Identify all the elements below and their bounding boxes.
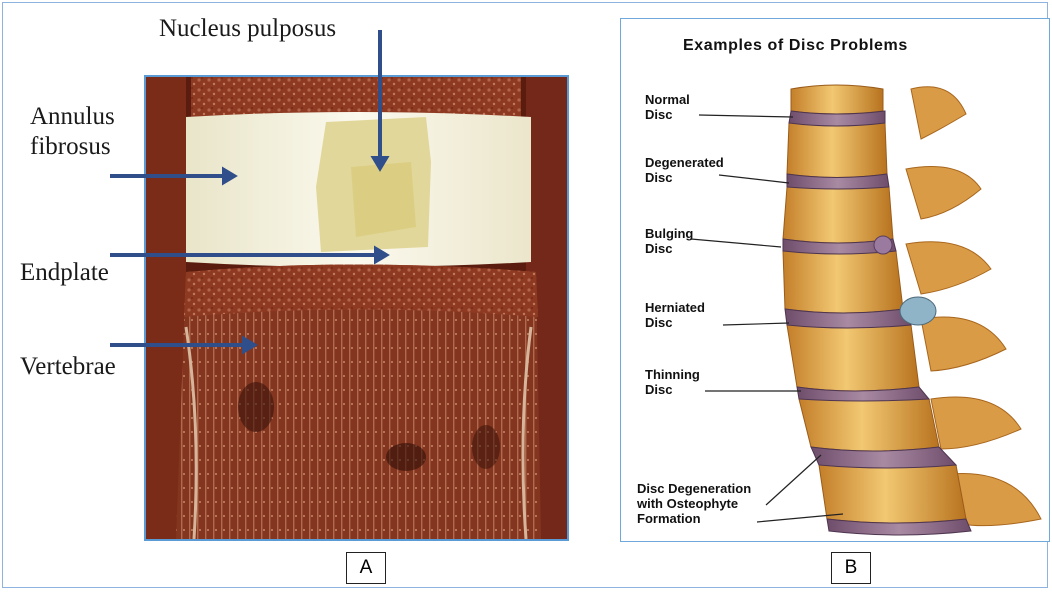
label-endplate: Endplate [20,258,109,288]
label-thinning-disc: Thinning Disc [645,367,700,397]
label-bulging-disc: Bulging Disc [645,226,693,256]
label-disc-degeneration-osteophyte: Disc Degeneration with Osteophyte Format… [637,481,751,526]
label-herniated-disc: Herniated Disc [645,300,705,330]
panel-a-caption: A [346,552,386,584]
label-nucleus-pulposus: Nucleus pulposus [159,14,336,44]
panel-b-caption: B [831,552,871,584]
label-normal-disc: Normal Disc [645,92,690,122]
label-vertebrae: Vertebrae [20,352,116,382]
label-degenerated-disc: Degenerated Disc [645,155,724,185]
label-annulus-fibrosus: Annulus fibrosus [30,102,115,162]
disc-problems-panel: Examples of Disc Problems [620,18,1050,542]
